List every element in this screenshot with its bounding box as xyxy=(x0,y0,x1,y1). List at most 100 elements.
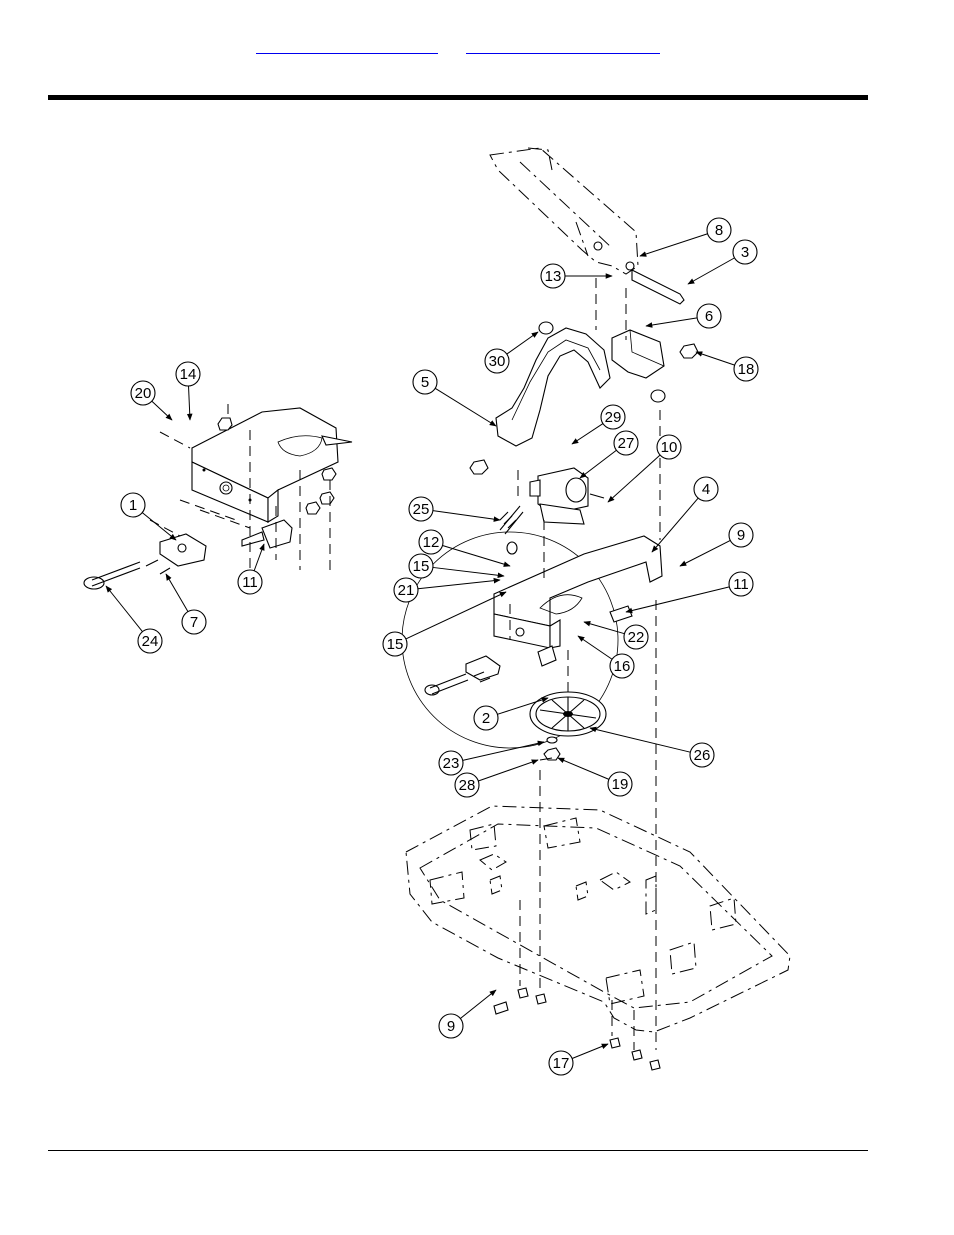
callout-number: 16 xyxy=(614,658,631,675)
callout-leader xyxy=(418,580,500,589)
callout-14: 14 xyxy=(176,362,200,420)
callout-3: 3 xyxy=(688,240,757,284)
callout-25: 25 xyxy=(409,497,500,521)
gearbox xyxy=(530,468,604,524)
callout-4: 4 xyxy=(652,477,718,552)
spring xyxy=(500,470,523,554)
detail-hardware xyxy=(425,656,500,695)
callout-number: 18 xyxy=(738,361,755,378)
callout-12: 12 xyxy=(419,530,510,566)
callout-leader xyxy=(507,332,538,354)
callout-number: 25 xyxy=(413,501,430,518)
callout-leader xyxy=(590,728,690,752)
callout-leader xyxy=(646,318,697,326)
callout-number: 12 xyxy=(423,534,440,551)
callout-number: 23 xyxy=(443,755,460,772)
callout-number: 27 xyxy=(618,435,635,452)
callout-11: 11 xyxy=(238,544,264,594)
callout-number: 19 xyxy=(612,776,629,793)
callout-number: 17 xyxy=(553,1055,570,1072)
shaft xyxy=(632,270,684,304)
callout-27: 27 xyxy=(580,431,638,478)
callout-leader xyxy=(558,758,609,779)
callout-number: 1 xyxy=(129,497,137,514)
callout-number: 6 xyxy=(705,308,713,325)
callout-18: 18 xyxy=(696,352,758,381)
callout-leader xyxy=(608,455,660,502)
callout-leader xyxy=(442,545,510,566)
callout-leader xyxy=(572,424,603,444)
callout-leader xyxy=(578,636,612,659)
callout-number: 24 xyxy=(142,633,159,650)
callout-28: 28 xyxy=(455,760,538,797)
callout-number: 21 xyxy=(398,582,415,599)
callout-number: 9 xyxy=(447,1018,455,1035)
callout-leader xyxy=(652,498,698,552)
callout-leader xyxy=(254,544,264,571)
callout-23: 23 xyxy=(439,742,544,775)
callout-17: 17 xyxy=(549,1044,608,1075)
callout-leader xyxy=(433,511,500,520)
callout-21: 21 xyxy=(394,578,500,602)
pulley xyxy=(530,692,606,760)
callout-number: 4 xyxy=(702,481,710,498)
callout-number: 8 xyxy=(715,222,723,239)
left-detail-assembly xyxy=(84,398,352,589)
callout-number: 30 xyxy=(489,353,506,370)
frame-tongue xyxy=(490,148,638,274)
callout-number: 20 xyxy=(135,385,152,402)
callout-number: 15 xyxy=(387,636,404,653)
callout-leader xyxy=(406,592,506,639)
callout-11: 11 xyxy=(626,572,753,612)
callout-number: 15 xyxy=(413,558,430,575)
callout-15: 15 xyxy=(409,554,504,578)
callout-leader xyxy=(696,352,735,365)
callout-leader xyxy=(680,540,730,566)
callout-5: 5 xyxy=(413,370,496,426)
callout-leader xyxy=(572,1044,608,1059)
callout-30: 30 xyxy=(485,332,538,373)
callout-leader xyxy=(626,587,729,612)
callout-leader xyxy=(142,513,176,540)
callout-leader xyxy=(433,567,504,576)
callout-number: 11 xyxy=(733,576,749,593)
callout-leader xyxy=(688,258,735,284)
callout-24: 24 xyxy=(106,586,162,653)
callout-number: 29 xyxy=(605,409,622,426)
callout-number: 9 xyxy=(737,527,745,544)
callout-leader xyxy=(584,622,624,634)
callout-leader xyxy=(106,586,143,632)
callout-number: 28 xyxy=(459,777,476,794)
callout-8: 8 xyxy=(640,218,731,256)
callout-leader xyxy=(166,574,188,612)
callout-leader xyxy=(152,401,172,420)
callout-leader xyxy=(435,388,496,426)
callout-9: 9 xyxy=(439,990,496,1038)
callout-number: 3 xyxy=(741,244,749,261)
callout-number: 22 xyxy=(628,629,645,646)
callout-leader xyxy=(478,760,538,781)
callout-20: 20 xyxy=(131,381,172,420)
callout-number: 10 xyxy=(661,439,678,456)
callout-leader xyxy=(460,990,496,1019)
callout-13: 13 xyxy=(541,264,612,288)
callout-22: 22 xyxy=(584,622,648,649)
callout-6: 6 xyxy=(646,304,721,328)
callout-number: 26 xyxy=(694,747,711,764)
callout-leader xyxy=(463,742,544,760)
callout-number: 2 xyxy=(482,710,490,727)
callout-number: 13 xyxy=(545,268,562,285)
callout-19: 19 xyxy=(558,758,632,796)
callout-7: 7 xyxy=(166,574,206,634)
callout-number: 14 xyxy=(180,366,197,383)
callout-leader xyxy=(640,234,708,256)
callout-number: 5 xyxy=(421,374,429,391)
callout-26: 26 xyxy=(590,728,714,767)
callout-1: 1 xyxy=(121,493,176,540)
callout-9: 9 xyxy=(680,523,753,566)
mower-deck xyxy=(406,806,790,1032)
callout-leader xyxy=(580,450,616,478)
callout-leader xyxy=(189,386,190,420)
callout-number: 11 xyxy=(242,574,258,591)
